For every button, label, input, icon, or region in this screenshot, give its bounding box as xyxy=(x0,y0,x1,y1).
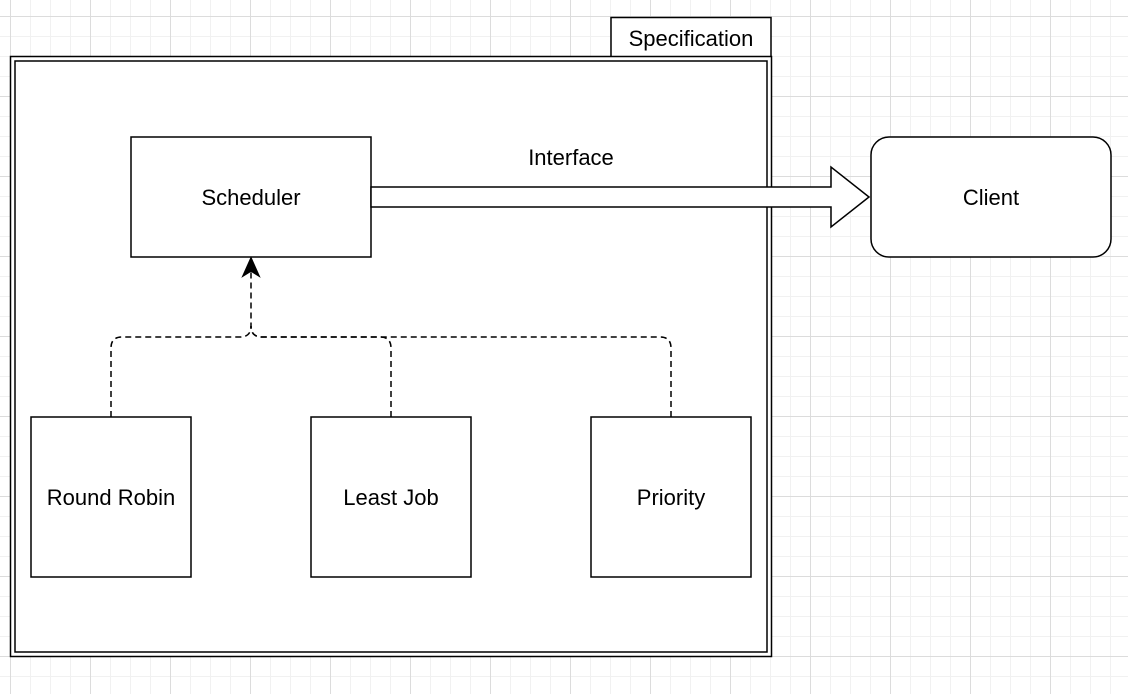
priority-box xyxy=(590,416,752,578)
interface-label: Interface xyxy=(528,145,614,170)
priority-node[interactable]: Priority xyxy=(590,416,752,578)
realization-edges[interactable] xyxy=(110,272,672,417)
edge-priority-to-scheduler xyxy=(250,325,672,417)
least-job-box xyxy=(310,416,472,578)
filled-arrowhead-up-icon xyxy=(241,256,261,278)
client-box xyxy=(870,136,1112,258)
client-node[interactable]: Client xyxy=(870,136,1112,258)
package-tab[interactable]: Specification xyxy=(610,16,772,60)
round-robin-box xyxy=(30,416,192,578)
scheduler-node[interactable]: Scheduler xyxy=(130,136,372,258)
round-robin-label: Round Robin xyxy=(47,485,175,510)
hollow-block-arrow-right-icon xyxy=(370,165,871,229)
package-tab-label: Specification xyxy=(629,26,754,51)
priority-label: Priority xyxy=(637,485,705,510)
client-label: Client xyxy=(963,185,1019,210)
package-inner-border xyxy=(14,60,768,653)
round-robin-node[interactable]: Round Robin xyxy=(30,416,192,578)
least-job-node[interactable]: Least Job xyxy=(310,416,472,578)
interface-edge[interactable]: Interface xyxy=(370,145,871,229)
package-tab-box xyxy=(610,16,772,60)
scheduler-label: Scheduler xyxy=(201,185,300,210)
edge-least-job-to-scheduler xyxy=(250,325,392,417)
least-job-label: Least Job xyxy=(343,485,438,510)
edge-round-robin-to-scheduler xyxy=(110,272,252,417)
